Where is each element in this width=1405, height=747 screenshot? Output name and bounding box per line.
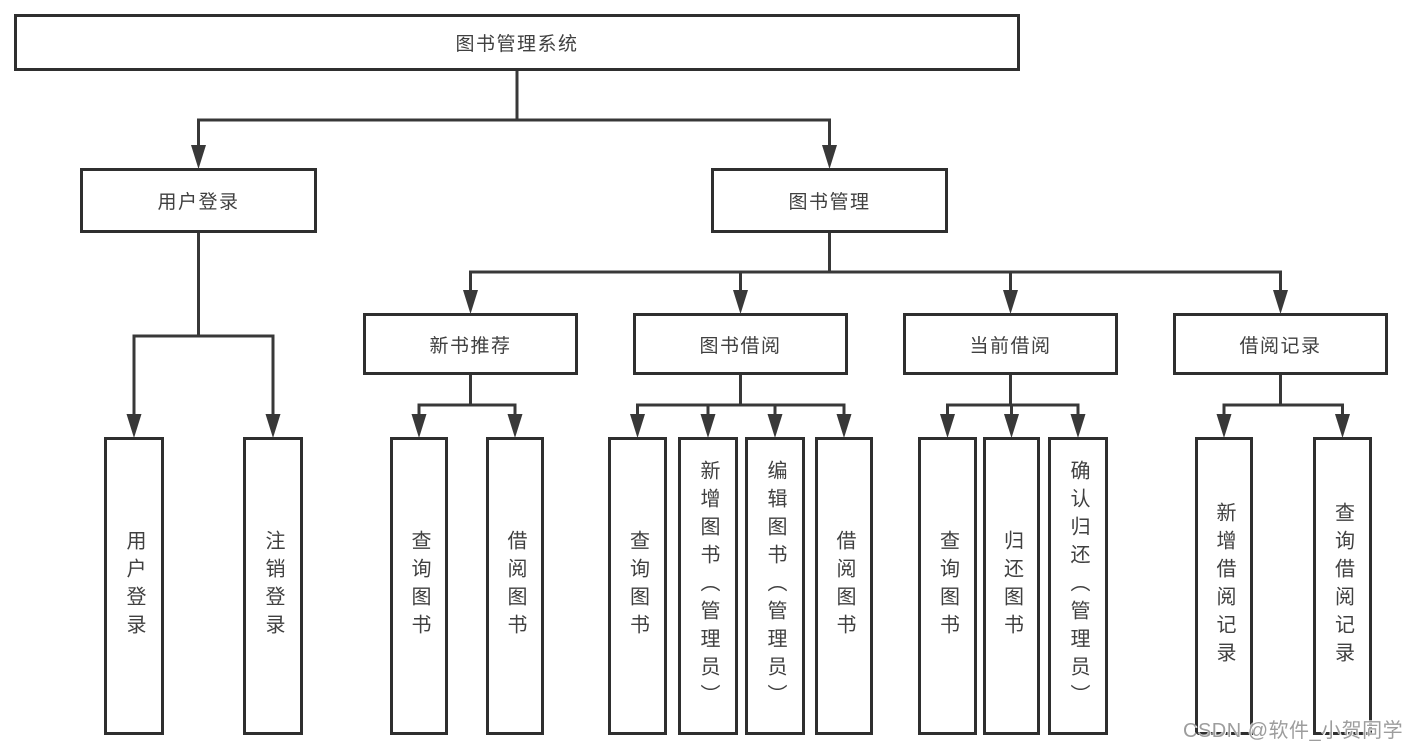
node-label: 注销登录 — [262, 530, 284, 642]
arrowhead — [1216, 414, 1232, 438]
arrowhead — [1070, 414, 1086, 438]
node-label: 查询借阅记录 — [1331, 502, 1354, 670]
node-mgmt: 图书管理 — [711, 168, 948, 233]
node-current: 当前借阅 — [903, 313, 1118, 375]
node-leaf-user-login: 用户登录 — [104, 437, 164, 735]
arrowhead — [191, 145, 206, 169]
node-leaf-logout: 注销登录 — [243, 437, 303, 735]
node-label: 图书管理系统 — [455, 34, 579, 55]
arrowhead — [126, 414, 142, 438]
node-label: 确认归还（管理员） — [1067, 460, 1089, 712]
arrowhead — [463, 290, 478, 314]
node-root: 图书管理系统 — [14, 14, 1020, 71]
arrowhead — [1003, 290, 1018, 314]
node-leaf-cur-return: 归还图书 — [983, 437, 1040, 735]
node-leaf-bw-borrow: 借阅图书 — [815, 437, 873, 735]
arrowhead — [265, 414, 281, 438]
node-label: 新增借阅记录 — [1213, 502, 1235, 670]
node-label: 新增图书（管理员） — [697, 460, 719, 712]
arrowhead — [411, 414, 427, 438]
node-newbook: 新书推荐 — [363, 313, 578, 375]
arrowhead — [733, 290, 748, 314]
node-leaf-nb-borrow: 借阅图书 — [486, 437, 544, 735]
node-label: 图书管理 — [788, 192, 871, 213]
node-leaf-bw-edit: 编辑图书（管理员） — [745, 437, 805, 735]
node-leaf-bw-add: 新增图书（管理员） — [678, 437, 738, 735]
node-leaf-rec-query: 查询借阅记录 — [1313, 437, 1372, 735]
node-label: 查询图书 — [936, 530, 959, 642]
node-login: 用户登录 — [80, 168, 317, 233]
node-borrow: 图书借阅 — [633, 313, 848, 375]
node-label: 编辑图书（管理员） — [764, 460, 786, 712]
watermark: CSDN @软件_小贺同学 — [1183, 720, 1404, 742]
arrowhead — [940, 414, 955, 438]
node-label: 用户登录 — [123, 530, 145, 642]
node-label: 图书借阅 — [699, 335, 782, 357]
arrowhead — [1273, 290, 1288, 314]
node-leaf-cur-query: 查询图书 — [918, 437, 977, 735]
arrowhead — [767, 414, 783, 438]
arrowhead — [822, 145, 837, 169]
node-label: 新书推荐 — [429, 335, 512, 357]
arrowhead — [507, 414, 523, 438]
node-label: 查询图书 — [408, 530, 430, 642]
node-records: 借阅记录 — [1173, 313, 1388, 375]
node-label: 查询图书 — [626, 530, 649, 642]
node-leaf-rec-add: 新增借阅记录 — [1195, 437, 1253, 735]
arrowhead — [836, 414, 852, 438]
node-leaf-bw-query: 查询图书 — [608, 437, 667, 735]
arrowhead — [1004, 414, 1019, 438]
node-label: 借阅图书 — [833, 530, 855, 642]
node-label: 借阅记录 — [1239, 335, 1322, 357]
node-leaf-cur-confirm: 确认归还（管理员） — [1048, 437, 1108, 735]
node-label: 归还图书 — [1000, 530, 1023, 642]
arrowhead — [630, 414, 645, 438]
node-leaf-nb-query: 查询图书 — [390, 437, 448, 735]
arrowhead — [1335, 414, 1350, 438]
node-label: 当前借阅 — [969, 335, 1052, 357]
node-label: 借阅图书 — [504, 530, 526, 642]
node-label: 用户登录 — [157, 192, 240, 213]
arrowhead — [700, 414, 716, 438]
